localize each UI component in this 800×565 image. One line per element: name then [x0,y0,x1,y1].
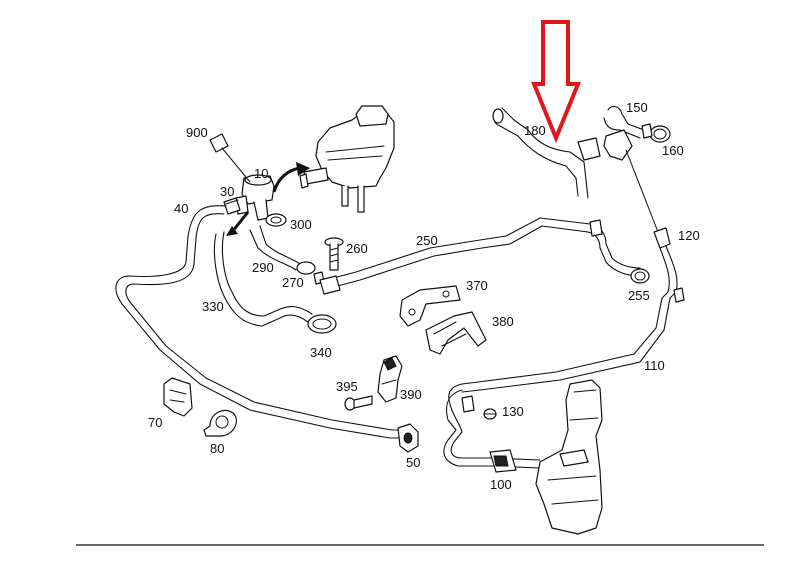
label-300: 300 [290,217,312,232]
label-260: 260 [346,241,368,256]
label-180: 180 [524,123,546,138]
label-130: 130 [502,404,524,419]
pump-valve-10 [235,174,275,221]
label-380: 380 [492,314,514,329]
washer-reservoir [535,379,603,535]
label-30: 30 [220,184,234,199]
line-110 [461,245,685,393]
hose-40 [115,205,405,439]
label-110: 110 [644,358,665,373]
clamp-255 [630,268,650,284]
clamp-160 [641,123,671,143]
clamp-300 [265,213,287,227]
label-120: 120 [678,228,700,243]
label-255: 255 [628,288,650,303]
clamp-30 [223,197,241,215]
label-330: 330 [202,299,224,314]
clip-70 [163,377,193,417]
label-340: 340 [310,345,332,360]
clip-50 [397,423,419,453]
hose-330 [213,231,313,327]
red-highlight-arrow [531,20,581,144]
label-390: 390 [400,387,422,402]
bracket-370 [399,285,461,327]
pipe-250 [319,217,641,295]
label-160: 160 [662,143,684,158]
label-80: 80 [210,441,224,456]
clip-380 [425,311,487,355]
label-150: 150 [626,100,648,115]
clamp-340 [307,314,337,334]
bolt-130 [483,408,497,420]
bolt-260 [324,237,344,271]
label-370: 370 [466,278,488,293]
hose-150 [603,105,659,233]
label-395: 395 [336,379,358,394]
expansion-tank [299,105,395,213]
hose-100 [443,383,541,473]
label-900: 900 [186,125,208,140]
label-250: 250 [416,233,438,248]
label-100: 100 [490,477,512,492]
hose-180 [492,107,601,199]
cable-tie-80 [203,409,237,437]
label-290: 290 [252,260,274,275]
flow-arrow [272,162,310,193]
hose-290 [249,225,301,271]
connector-900 [209,133,251,183]
bolt-395 [344,395,373,411]
sensor-120 [653,227,671,249]
label-50: 50 [406,455,420,470]
label-270: 270 [282,275,304,290]
label-40: 40 [174,201,188,216]
clip-390 [377,355,403,403]
label-10: 10 [254,166,268,181]
label-70: 70 [148,415,162,430]
